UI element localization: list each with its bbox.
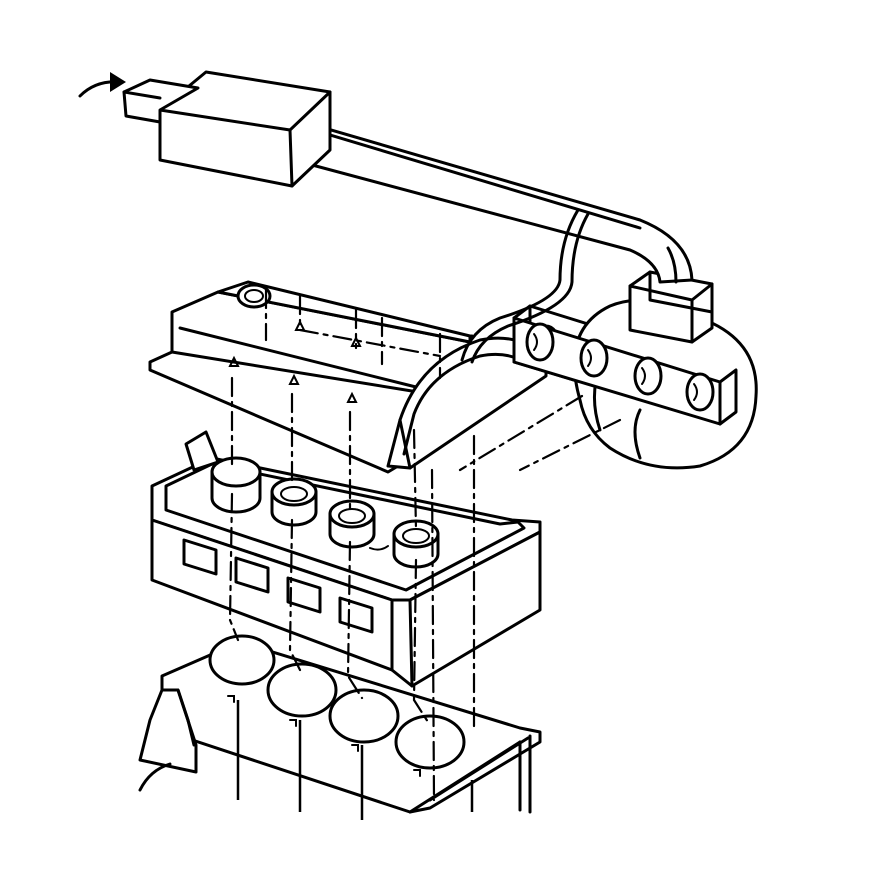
vacuum-hose bbox=[460, 208, 590, 364]
cylinder-head-tray bbox=[150, 430, 542, 688]
cylinder-head-ports bbox=[210, 456, 440, 569]
cylinder-bores bbox=[208, 634, 466, 777]
assembly-centerlines bbox=[228, 288, 622, 802]
port-4 bbox=[392, 519, 440, 569]
port-2 bbox=[270, 477, 318, 527]
air-inlet-tube bbox=[284, 116, 694, 284]
air-box bbox=[122, 70, 332, 188]
port-3 bbox=[328, 499, 376, 549]
fuel-rail-front bbox=[512, 316, 738, 426]
air-flow-arrow bbox=[78, 72, 126, 98]
exhaust-manifold bbox=[138, 688, 198, 792]
port-1 bbox=[210, 456, 262, 514]
throttle-body bbox=[628, 270, 714, 344]
